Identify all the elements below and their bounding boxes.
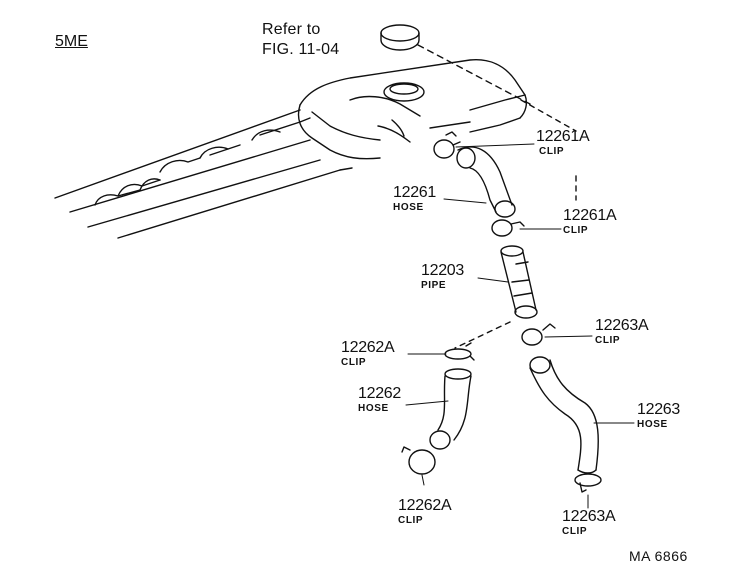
leader-lines	[405, 143, 635, 509]
cover-dashed-leader	[520, 99, 577, 132]
clip-12262A-top-icon	[444, 342, 475, 361]
part-number-12203: 12203	[421, 262, 464, 279]
part-number-12262A-top: 12262A	[341, 339, 395, 356]
refer-to-line2: FIG. 11-04	[262, 41, 340, 58]
part-label-12262A-bottom: CLIP	[398, 515, 424, 526]
cap-dashed-leader	[417, 44, 531, 105]
part-label-12263A-bottom: CLIP	[562, 526, 588, 537]
part-number-12261A-top: 12261A	[536, 128, 590, 145]
part-number-12261A-bottom: 12261A	[563, 207, 617, 224]
part-label-12263: HOSE	[637, 419, 668, 430]
part-number-12262: 12262	[358, 385, 401, 402]
hose-12262-icon	[429, 368, 472, 450]
clip-12261A-bottom-icon	[491, 219, 525, 237]
part-number-12263A-top: 12263A	[595, 317, 649, 334]
part-label-12263A-top: CLIP	[595, 335, 621, 346]
figure-id: MA 6866	[629, 548, 688, 564]
part-label-12261A-bottom: CLIP	[563, 225, 589, 236]
refer-to-line1: Refer to	[262, 21, 321, 38]
part-number-12263A-bottom: 12263A	[562, 508, 616, 525]
pipe-dashed-leader	[454, 321, 511, 349]
clip-12262A-bottom-icon	[401, 446, 436, 475]
part-number-12263: 12263	[637, 401, 680, 418]
engine-valve-cover	[54, 59, 528, 239]
oil-filler-cap-icon	[380, 24, 420, 51]
hose-12263-icon	[529, 356, 599, 474]
part-label-12261: HOSE	[393, 202, 424, 213]
pipe-12203-icon	[500, 245, 538, 319]
clip-12261A-top-icon	[433, 131, 461, 159]
part-label-12262: HOSE	[358, 403, 389, 414]
clip-12263A-bottom-icon	[574, 473, 602, 493]
part-label-12261A-top: CLIP	[539, 146, 565, 157]
part-number-12262A-bottom: 12262A	[398, 497, 452, 514]
part-label-12203: PIPE	[421, 280, 447, 291]
hose-12261-icon	[456, 146, 516, 218]
part-number-12261: 12261	[393, 184, 436, 201]
clip-12263A-top-icon	[521, 323, 556, 346]
part-label-12262A-top: CLIP	[341, 357, 367, 368]
model-code: 5ME	[55, 33, 88, 50]
